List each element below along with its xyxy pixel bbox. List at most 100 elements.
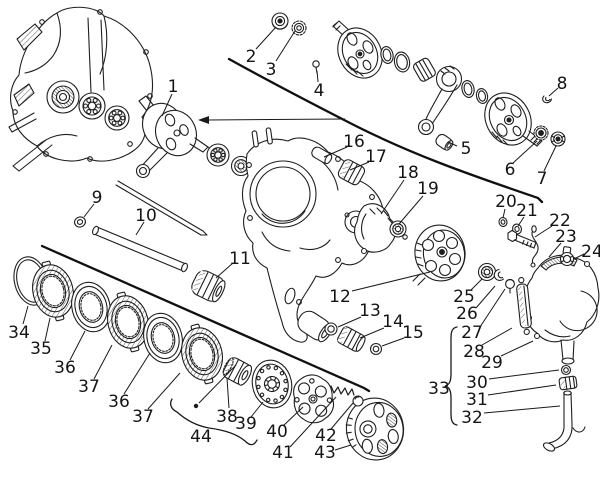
callout-4-leader <box>316 70 319 83</box>
adjuster-nut <box>559 246 575 267</box>
dowel-pin <box>311 146 333 165</box>
cover-washer-small <box>498 216 508 228</box>
callout-2-leader <box>255 26 277 50</box>
callout-39-label: 39 <box>235 414 257 434</box>
clutch-assembly <box>412 224 466 286</box>
assembly-arrow-head <box>198 116 209 124</box>
callout-35-leader <box>44 317 51 342</box>
callout-40-leader <box>282 406 304 427</box>
callout-31-label: 31 <box>466 390 488 410</box>
callout-19-label: 19 <box>417 179 439 199</box>
callout-44-label: 44 <box>190 427 212 447</box>
callout-15-label: 15 <box>402 323 424 343</box>
clutch-bell <box>345 397 405 461</box>
callout-11-label: 11 <box>229 249 251 269</box>
crankshaft <box>135 95 214 179</box>
callout-7-label: 7 <box>537 169 548 189</box>
annotation-layer <box>40 57 544 446</box>
roller-sleeve <box>191 270 226 303</box>
callout-15-leader <box>381 337 405 347</box>
callout-20-leader <box>502 208 506 219</box>
piston-pin-bushing <box>435 133 454 151</box>
callout-11-leader <box>215 262 234 279</box>
callout-23-leader <box>548 242 562 258</box>
callout-1-leader <box>161 93 173 117</box>
callout-6-leader <box>512 140 538 164</box>
pressure-disc <box>251 359 293 409</box>
crankshaft-exploded <box>332 20 543 147</box>
gear-shaft <box>115 180 208 236</box>
half-moon-clip <box>542 95 553 104</box>
bracket-44 <box>170 398 258 446</box>
crankcase-half-left <box>8 6 154 172</box>
spring-plate <box>293 374 335 424</box>
oil-seal <box>230 155 252 177</box>
callout-30-label: 30 <box>466 373 488 393</box>
callout-1-label: 1 <box>168 77 179 97</box>
callout-34-label: 34 <box>8 323 30 343</box>
shaft-oring <box>560 364 572 376</box>
release-pin <box>505 279 515 294</box>
woodruff-key <box>312 60 320 74</box>
callout-13-leader <box>337 316 362 328</box>
callout-10-label: 10 <box>135 206 157 226</box>
callout-8-leader <box>548 87 559 97</box>
cover-bolt <box>507 229 537 249</box>
callout-23-label: 23 <box>555 227 577 247</box>
callout-25-label: 25 <box>453 287 475 307</box>
callout-14-leader <box>359 327 385 339</box>
clutch-ball <box>352 395 364 407</box>
callout-38-leader <box>226 377 230 409</box>
retaining-clip <box>493 268 505 281</box>
callout-16-label: 16 <box>343 132 365 152</box>
callout-3-leader <box>275 30 296 62</box>
callout-37-label: 37 <box>78 377 100 397</box>
callout-36-leader <box>69 330 86 361</box>
callout-42-label: 42 <box>315 426 337 446</box>
callout-29-leader <box>500 340 534 357</box>
lock-washer <box>291 20 307 36</box>
callout-24-leader <box>573 253 585 260</box>
callout-5-label: 5 <box>461 139 472 159</box>
callout-25-leader <box>470 278 483 291</box>
callout-27-label: 27 <box>461 323 483 343</box>
callout-21-label: 21 <box>516 201 538 221</box>
callout-9-label: 9 <box>92 188 103 208</box>
brace-33 <box>444 326 458 426</box>
crank-nut <box>550 131 566 147</box>
kickstart-shaft <box>542 390 586 452</box>
flywheel-nut <box>271 12 289 30</box>
cover-seal <box>477 262 497 282</box>
bracket-44-dot <box>193 403 199 409</box>
callout-17-label: 17 <box>365 147 387 167</box>
callout-43-label: 43 <box>314 443 336 463</box>
callout-7-leader <box>543 145 557 172</box>
clutch-spring <box>330 385 355 396</box>
callout-22-leader <box>534 225 553 238</box>
callout-19-leader <box>398 195 424 225</box>
callout-39-leader <box>250 401 264 418</box>
callout-37-leader <box>147 372 181 410</box>
callout-18-leader <box>380 179 405 215</box>
callout-6-label: 6 <box>505 160 516 180</box>
callout-9-leader <box>83 203 95 218</box>
callout-32-label: 32 <box>461 408 483 428</box>
cable-guide-plate <box>516 276 532 336</box>
callout-10-leader <box>135 221 145 236</box>
callout-22-label: 22 <box>549 211 571 231</box>
assembly-arrow-line <box>207 118 346 121</box>
callout-31-leader <box>487 384 557 396</box>
serrated-washer <box>533 125 549 141</box>
callout-12-leader <box>351 271 431 292</box>
clutch-pinion-gear <box>222 357 253 386</box>
callout-37-label: 37 <box>132 407 154 427</box>
callout-29-label: 29 <box>481 353 503 373</box>
callout-20-label: 20 <box>495 192 517 212</box>
pump-seal <box>389 220 408 240</box>
friction-plate <box>174 319 230 389</box>
callout-27-leader <box>479 288 506 328</box>
callout-3-label: 3 <box>266 60 277 80</box>
callout-26-leader <box>475 285 496 309</box>
bracket-44-line <box>198 364 237 404</box>
